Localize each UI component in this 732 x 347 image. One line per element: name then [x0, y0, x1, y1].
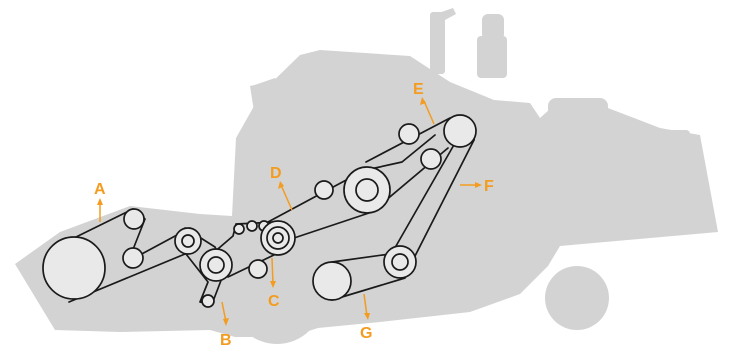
label-b: B — [220, 332, 232, 347]
pulley-idler-a1 — [123, 208, 145, 230]
label-e: E — [413, 81, 424, 98]
pointers — [97, 97, 482, 326]
pointer-d — [280, 184, 293, 211]
pulley-idler-c — [248, 259, 268, 279]
pointer-g-head — [364, 313, 370, 320]
label-c: C — [268, 293, 280, 310]
grain-tank — [548, 98, 608, 122]
labels: A B C D E F G — [94, 81, 494, 347]
air-intake-base — [477, 36, 507, 78]
pulley-cross-hub — [207, 256, 225, 274]
pointer-g — [363, 293, 368, 317]
pulley-idler-e1 — [398, 123, 420, 145]
pulleys — [42, 114, 477, 308]
pulley-small-2 — [246, 220, 258, 232]
rear-cover — [604, 130, 690, 144]
pointer-c-head — [270, 281, 276, 288]
pointer-c — [271, 257, 274, 285]
label-a: A — [94, 181, 106, 198]
air-intake-top — [482, 14, 504, 40]
label-g: G — [360, 325, 372, 342]
pulley-g-left — [312, 261, 352, 301]
pulley-top — [443, 114, 477, 148]
pulley-header — [42, 236, 106, 300]
rear-wheel — [545, 266, 609, 330]
cab-window — [250, 80, 296, 124]
exhaust-pipe — [430, 12, 445, 74]
pulley-idler-b — [201, 294, 215, 308]
label-d: D — [270, 165, 282, 182]
handrail — [252, 78, 279, 91]
pulley-small-1 — [233, 223, 245, 235]
pulley-main-hub — [355, 178, 379, 202]
pointer-e — [423, 100, 435, 125]
pulley-idler-d — [314, 180, 334, 200]
exhaust-cap — [430, 8, 456, 20]
pulley-feeder-hub — [181, 234, 195, 248]
label-f: F — [484, 178, 494, 195]
pulley-c-hub — [272, 232, 284, 244]
pulley-idler-a2 — [122, 247, 144, 269]
pulley-g-right-hub — [391, 253, 409, 271]
pulley-idler-e2 — [420, 148, 442, 170]
pointer-f-head — [475, 182, 482, 188]
pointer-d-head — [278, 181, 284, 189]
pointer-a-head — [97, 198, 103, 205]
pointer-e-head — [420, 97, 426, 105]
pointer-b-head — [223, 318, 229, 326]
